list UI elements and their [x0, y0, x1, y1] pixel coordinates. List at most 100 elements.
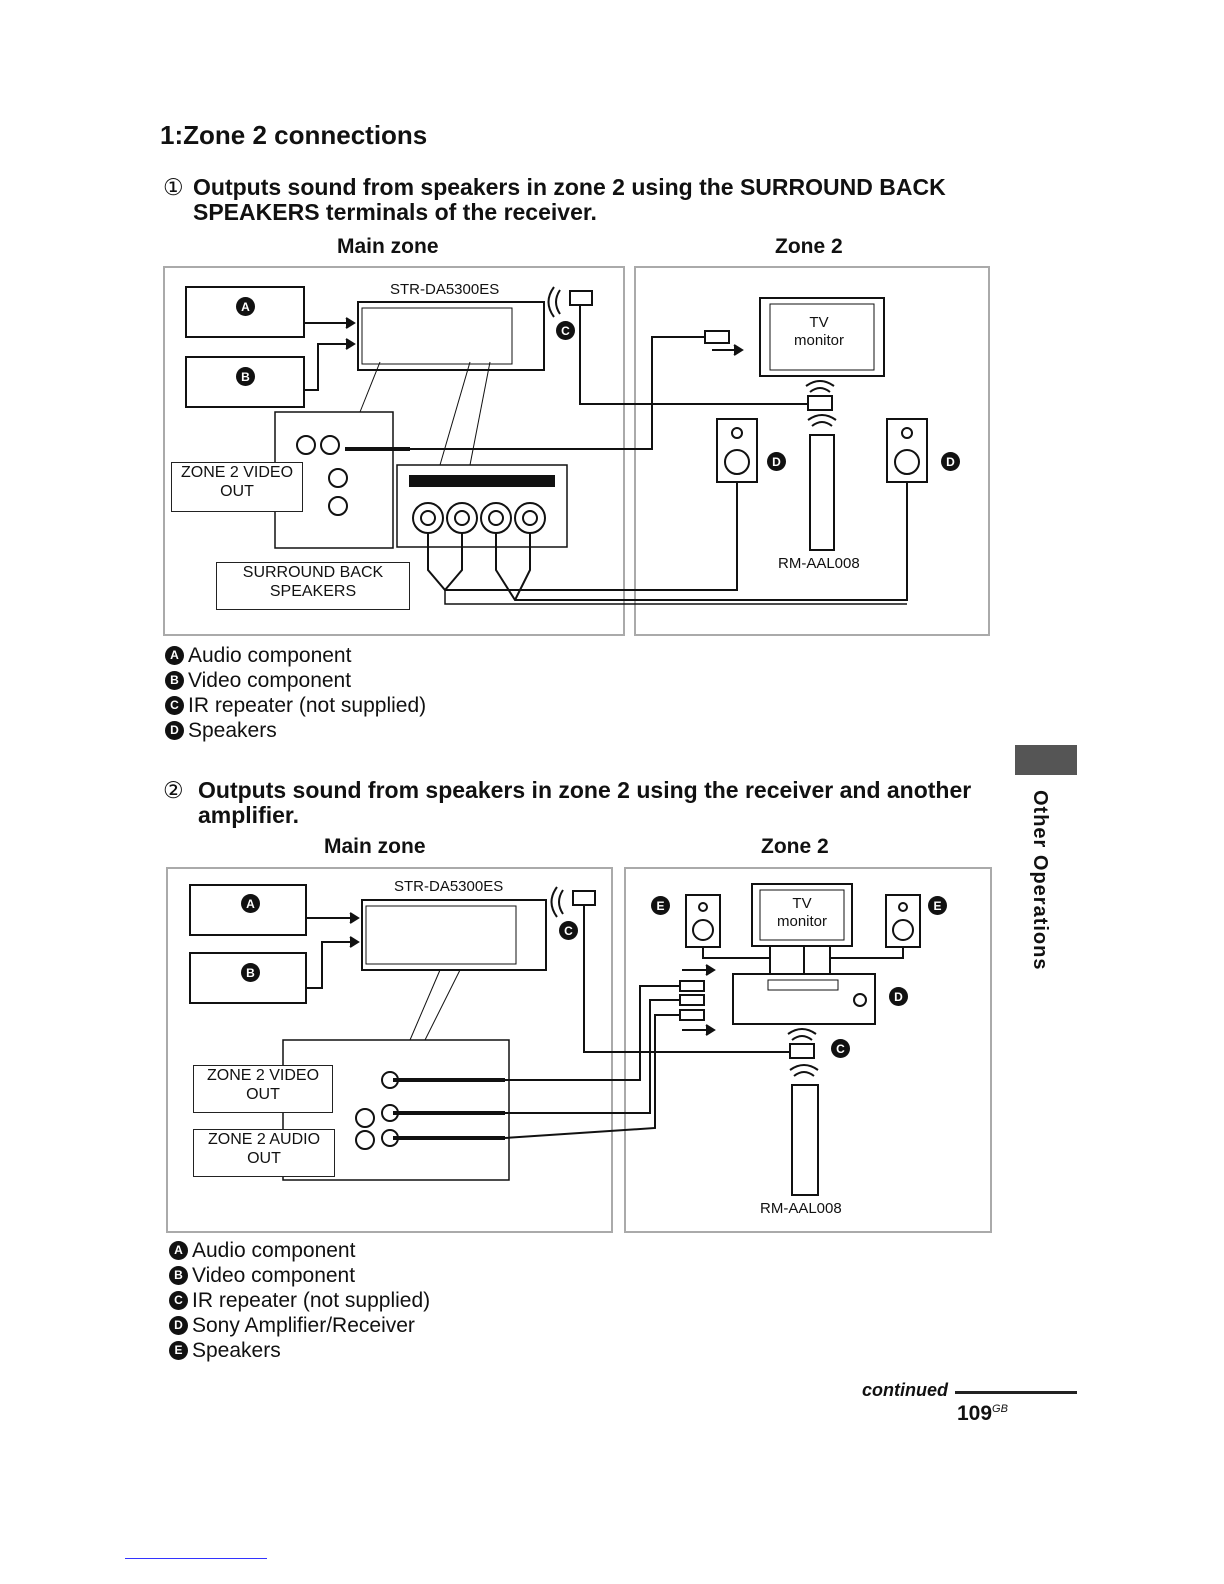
section1-zone2-panel: [634, 266, 990, 636]
section2-callout-zone2-video: ZONE 2 VIDEO OUT: [193, 1065, 333, 1113]
section2-legend-text: Speakers: [192, 1339, 281, 1362]
section1-callout-surround-back: SURROUND BACK SPEAKERS: [216, 562, 410, 610]
section2-legend-text: Sony Amplifier/Receiver: [192, 1314, 415, 1337]
section1-callout-sb-line1: SURROUND BACK: [242, 564, 384, 581]
section1-legend-badge: C: [165, 696, 184, 715]
continued-rule: [955, 1391, 1077, 1394]
section2-heading: ② Outputs sound from speakers in zone 2 u…: [163, 778, 971, 828]
speaker-e-right: [885, 894, 921, 948]
side-tab-marker: [1015, 745, 1077, 775]
section2-legend-text: Audio component: [192, 1239, 356, 1262]
section1-badge-c: C: [556, 321, 575, 340]
section1-legend-badge: D: [165, 721, 184, 740]
section2-heading-line2: amplifier.: [198, 802, 299, 828]
section1-main-zone-label: Main zone: [337, 235, 439, 258]
section2-badge-c-main: C: [559, 921, 578, 940]
section1-callout-video-line1: ZONE 2 VIDEO: [180, 464, 294, 481]
section1-heading-line1: Outputs sound from speakers in zone 2 us…: [193, 174, 946, 200]
section2-tv-line2: monitor: [776, 913, 828, 930]
page-number: 109GB: [957, 1402, 1008, 1426]
section2-tv-line1: TV: [792, 895, 812, 912]
section2-badge-a: A: [241, 894, 260, 913]
section2-legend-badge: B: [169, 1266, 188, 1285]
section2-callout-audio-line1: ZONE 2 AUDIO: [207, 1131, 321, 1148]
section2-legend-badge: C: [169, 1291, 188, 1310]
remote-1: [809, 434, 835, 551]
section1-tv-line2: monitor: [793, 332, 845, 349]
section2-callout-video-line1: ZONE 2 VIDEO: [206, 1067, 320, 1084]
section1-legend-text: Video component: [188, 669, 352, 692]
audio-component-a: [185, 286, 305, 338]
page-number-suffix: GB: [992, 1403, 1008, 1415]
section2-badge-d: D: [889, 987, 908, 1006]
section1-callout-zone2-video: ZONE 2 VIDEO OUT: [171, 462, 303, 512]
tv-monitor-2: [751, 883, 853, 947]
section1-tv-label: TV monitor: [789, 314, 849, 350]
section1-callout-sb-line2: SPEAKERS: [269, 583, 357, 600]
section2-badge-e-left: E: [651, 896, 670, 915]
page-title: 1:Zone 2 connections: [160, 120, 428, 150]
section2-badge-e-right: E: [928, 896, 947, 915]
section2-number: ②: [163, 777, 184, 803]
section1-zone2-label: Zone 2: [775, 235, 843, 258]
section1-badge-a: A: [236, 297, 255, 316]
section2-zone2-panel: [624, 867, 992, 1233]
section1-legend-text: IR repeater (not supplied): [188, 694, 427, 717]
section2-callout-video-line2: OUT: [246, 1086, 280, 1103]
tv-monitor-1: [759, 297, 885, 377]
video-component-b-2: [189, 952, 307, 1004]
section1-number: ①: [163, 174, 184, 200]
ir-repeater-1-emitter: [807, 395, 833, 411]
section1-remote-model: RM-AAL008: [778, 555, 860, 572]
section2-legend-badge: A: [169, 1241, 188, 1260]
section2-zone2-label: Zone 2: [761, 835, 829, 858]
ir-repeater-2-emitter: [789, 1043, 815, 1059]
section2-badge-c-zone2: C: [831, 1039, 850, 1058]
section1-heading: ① Outputs sound from speakers in zone 2 u…: [163, 175, 946, 225]
section1-receiver-model: STR-DA5300ES: [390, 281, 500, 298]
section2-legend-badge: E: [169, 1341, 188, 1360]
section2-badge-b: B: [241, 963, 260, 982]
section2-remote-model: RM-AAL008: [760, 1200, 842, 1217]
section2-legend-badge: D: [169, 1316, 188, 1335]
section2-tv-label: TV monitor: [772, 895, 832, 931]
section2-legend-text: IR repeater (not supplied): [192, 1289, 431, 1312]
section1-callout-video-line2: OUT: [220, 483, 254, 500]
video-component-b: [185, 356, 305, 408]
page-number-value: 109: [957, 1402, 993, 1425]
receiver-2: [361, 899, 547, 971]
section1-badge-d-right: D: [941, 452, 960, 471]
remote-2: [791, 1084, 819, 1196]
receiver-1: [357, 301, 545, 371]
section1-legend-badge: B: [165, 671, 184, 690]
section1-tv-line1: TV: [809, 314, 829, 331]
section2-main-zone-label: Main zone: [324, 835, 426, 858]
section2-callout-zone2-audio: ZONE 2 AUDIO OUT: [193, 1129, 335, 1177]
section1-legend-text: Speakers: [188, 719, 277, 742]
continued-label: continued: [862, 1380, 948, 1400]
section2-heading-line1: Outputs sound from speakers in zone 2 us…: [198, 777, 972, 803]
footer-rule: [125, 1558, 267, 1559]
ir-repeater-2: [572, 890, 596, 906]
audio-component-a-2: [189, 884, 307, 936]
section1-legend-text: Audio component: [188, 644, 352, 667]
section1-legend-badge: A: [165, 646, 184, 665]
speaker-terminals-1: [396, 464, 568, 548]
section2-callout-audio-line2: OUT: [247, 1150, 281, 1167]
section1-badge-d-left: D: [767, 452, 786, 471]
section1-badge-b: B: [236, 367, 255, 386]
section1-heading-line2: SPEAKERS terminals of the receiver.: [193, 199, 597, 225]
